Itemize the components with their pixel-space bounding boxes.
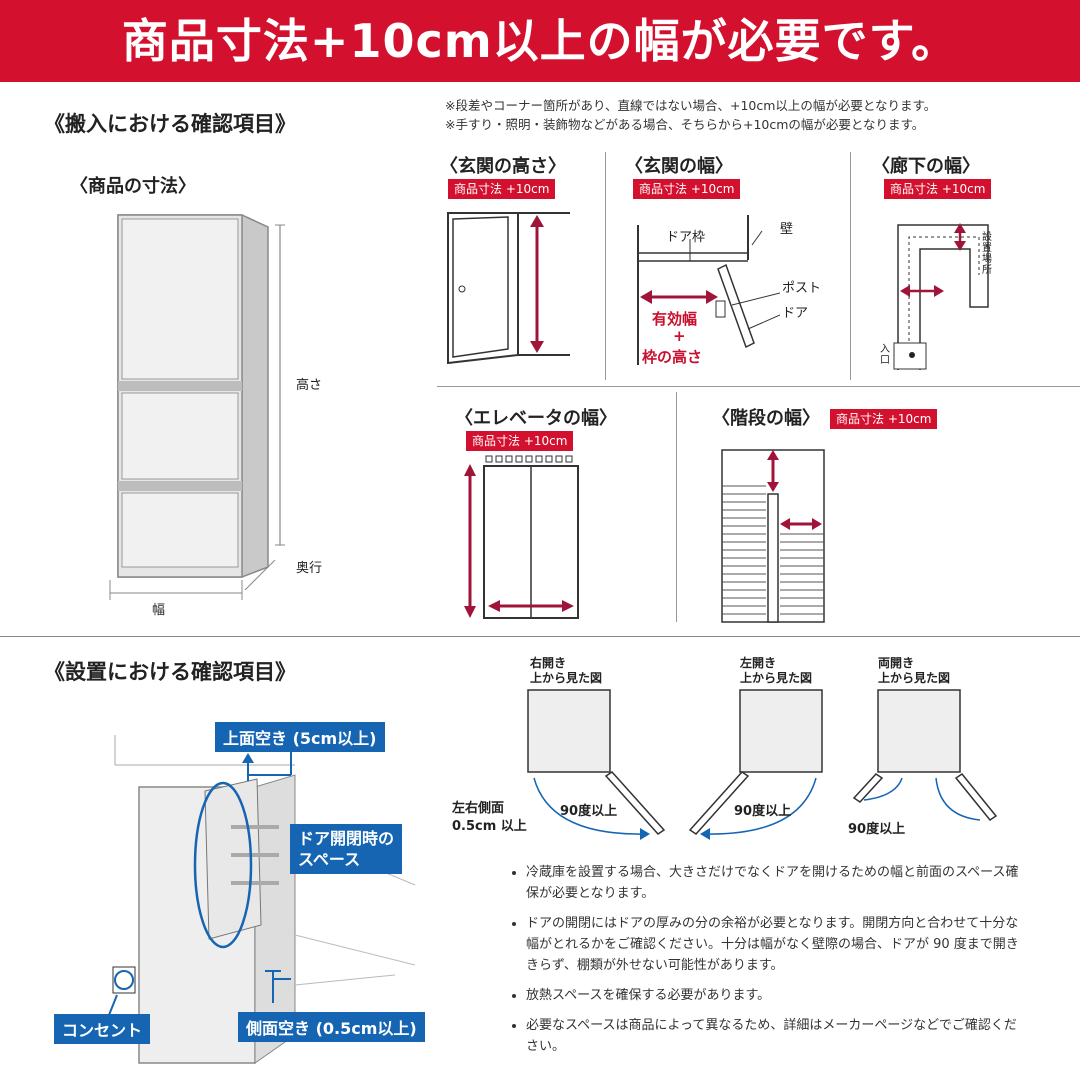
delivery-note-2: ※手すり・照明・装飾物などがある場合、そちらから+10cmの幅が必要となります。 <box>445 117 925 132</box>
entrance-height-title: 〈玄関の高さ〉 <box>440 156 566 177</box>
right-open-label: 右開き 上から見た図 <box>530 656 602 686</box>
install-note-2: ドアの開閉にはドアの厚みの分の余裕が必要となります。開閉方向と合わせて十分な幅が… <box>526 913 1022 976</box>
product-dims-title: 〈商品の寸法〉 <box>70 176 196 197</box>
entrance-width-title: 〈玄関の幅〉 <box>625 156 733 177</box>
delivery-note-1: ※段差やコーナー箇所があり、直線ではない場合、+10cm以上の幅が必要となります… <box>445 98 937 113</box>
side-space-label: 側面空き (0.5cm以上) <box>238 1012 425 1042</box>
entrance-height-diagram <box>447 212 570 365</box>
stairs-tag: 商品寸法 +10cm <box>830 409 938 429</box>
left-open-line2: 上から見た図 <box>740 671 813 685</box>
fridge-install-illustration <box>108 735 416 1064</box>
double-open-line2: 上から見た図 <box>878 671 951 685</box>
top-space-label: 上面空き (5cm以上) <box>215 722 385 752</box>
side-gap-line1: 左右側面 <box>452 801 505 816</box>
banner-title: 商品寸法+10cm以上の幅が必要です。 <box>0 0 1080 82</box>
hallway-tag: 商品寸法 +10cm <box>884 179 992 199</box>
entrance-label: 入口 <box>880 344 890 366</box>
door-frame-label: ドア枠 <box>666 230 706 245</box>
left-open-label: 左開き 上から見た図 <box>740 656 812 686</box>
outlet-label: コンセント <box>54 1014 151 1044</box>
elevator-diagram <box>464 455 579 619</box>
install-section-title: 《設置における確認項目》 <box>44 660 296 684</box>
delivery-section-title: 《搬入における確認項目》 <box>44 112 296 136</box>
side-gap-label: 左右側面 0.5cm 以上 <box>452 800 527 836</box>
divider <box>605 152 606 380</box>
depth-label: 奥行 <box>296 561 323 576</box>
fridge-dimension-illustration <box>109 214 285 600</box>
install-place-label: 設置場所 <box>982 232 992 276</box>
height-label: 高さ <box>296 378 323 393</box>
install-notes: 冷蔵庫を設置する場合、大きさだけでなくドアを開けるための幅と前面のスペース確保が… <box>508 862 1022 1066</box>
stairs-title: 〈階段の幅〉 <box>712 408 820 429</box>
door-open-top-views <box>527 689 998 840</box>
divider <box>850 152 851 380</box>
elevator-title: 〈エレベータの幅〉 <box>455 408 617 429</box>
double-open-angle: 90度以上 <box>848 822 906 837</box>
post-label: ポスト <box>782 281 822 296</box>
double-open-line1: 両開き <box>878 656 915 670</box>
entrance-width-tag: 商品寸法 +10cm <box>633 179 741 199</box>
install-note-1: 冷蔵庫を設置する場合、大きさだけでなくドアを開けるための幅と前面のスペース確保が… <box>526 862 1022 904</box>
wall-label: 壁 <box>780 222 794 237</box>
door-space-line2: スペース <box>298 850 361 869</box>
divider <box>676 392 677 622</box>
hallway-title: 〈廊下の幅〉 <box>872 156 980 177</box>
hallway-diagram <box>893 223 989 370</box>
left-open-angle: 90度以上 <box>734 804 792 819</box>
door-space-label: ドア開閉時の スペース <box>290 824 403 874</box>
install-note-3: 放熱スペースを確保する必要があります。 <box>526 985 1022 1006</box>
left-open-line1: 左開き <box>740 656 777 670</box>
width-label: 幅 <box>152 603 166 618</box>
right-open-line1: 右開き <box>530 656 567 670</box>
entrance-height-tag: 商品寸法 +10cm <box>448 179 556 199</box>
frame-height-label: 枠の高さ <box>642 348 703 366</box>
divider <box>437 386 1080 387</box>
section-divider <box>0 636 1080 637</box>
right-open-line2: 上から見た図 <box>530 671 603 685</box>
double-open-label: 両開き 上から見た図 <box>878 656 950 686</box>
door-space-line1: ドア開閉時の <box>298 829 395 848</box>
entrance-width-diagram <box>637 215 780 365</box>
stairs-diagram <box>721 449 825 623</box>
right-open-angle: 90度以上 <box>560 804 618 819</box>
effective-width-label: 有効幅 <box>652 310 698 328</box>
elevator-tag: 商品寸法 +10cm <box>466 431 574 451</box>
install-note-4: 必要なスペースは商品によって異なるため、詳細はメーカーページなどでご確認ください… <box>526 1015 1022 1057</box>
side-gap-line2: 0.5cm 以上 <box>452 819 527 834</box>
door-label: ドア <box>782 306 809 321</box>
plus-sign: + <box>673 327 686 345</box>
